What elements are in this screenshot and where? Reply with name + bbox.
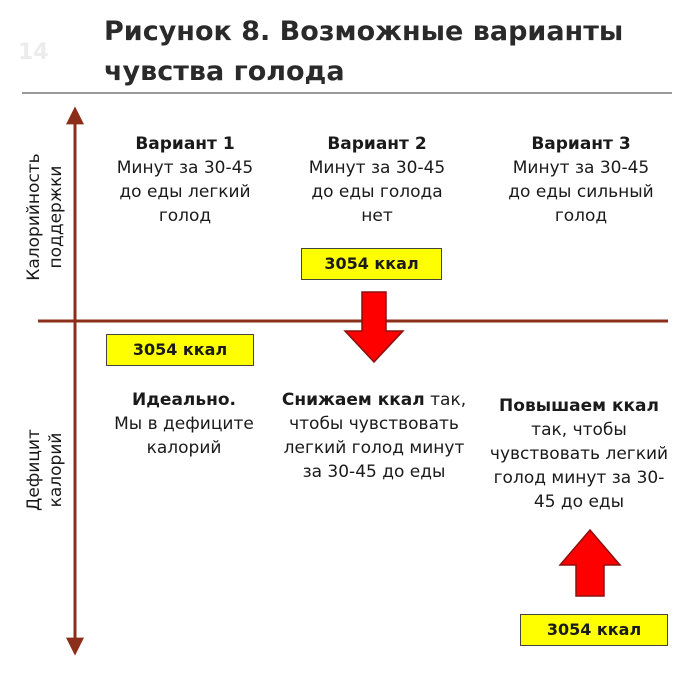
variant-1-line-3: голод	[158, 206, 212, 226]
action-reduce-line-2: легкий голод минут	[283, 438, 465, 458]
action-reduce: Снижаем ккал так, чтобы чувствовать легк…	[268, 388, 480, 484]
action-reduce-heading: Снижаем ккал	[281, 390, 425, 410]
title-line-1: Рисунок 8. Возможные варианты	[104, 16, 624, 47]
variant-1-heading: Вариант 1	[135, 134, 235, 154]
variant-3-line-2: до еды сильный	[508, 182, 654, 202]
arrow-up-icon	[558, 528, 622, 597]
page-number: 14	[18, 40, 49, 65]
variant-3: Вариант 3 Минут за 30-45 до еды сильный …	[492, 132, 670, 228]
action-ideal-line-1: Мы в дефиците	[114, 414, 254, 434]
action-increase-line-1: так, чтобы	[531, 420, 627, 440]
variant-2-line-2: до еды голода	[311, 182, 443, 202]
variant-3-heading: Вариант 3	[531, 134, 631, 154]
action-reduce-rest: так,	[424, 390, 467, 410]
action-reduce-first-line: Снижаем ккал так,	[268, 388, 480, 412]
variant-1-line-2: до еды легкий	[119, 182, 251, 202]
action-ideal-line-2: калорий	[146, 438, 222, 458]
calorie-badge-middle: 3054 ккал	[301, 248, 442, 280]
axis-label-bottom: Дефицит калорий	[23, 410, 67, 530]
action-increase-line-4: 45 до еды	[533, 492, 625, 512]
variant-3-line-1: Минут за 30-45	[512, 158, 650, 178]
action-increase-line-3: голод минут за 30-	[493, 468, 665, 488]
axis-label-bottom-line-1: Дефицит	[24, 429, 44, 511]
action-increase-heading: Повышаем ккал	[499, 396, 659, 416]
axis-label-top-line-1: Калорийность	[24, 153, 44, 281]
action-increase: Повышаем ккал так, чтобы чувствовать лег…	[482, 394, 676, 514]
action-ideal-heading: Идеально.	[131, 390, 237, 410]
axis-label-bottom-line-2: калорий	[46, 432, 66, 508]
action-reduce-line-1: чтобы чувствовать	[289, 414, 459, 434]
variant-2-line-3: нет	[361, 206, 393, 226]
calorie-badge-left: 3054 ккал	[106, 334, 254, 366]
action-ideal: Идеально. Мы в дефиците калорий	[94, 388, 274, 460]
variant-2-line-1: Минут за 30-45	[308, 158, 446, 178]
variant-3-line-3: голод	[554, 206, 608, 226]
axis-label-top-line-2: поддержки	[46, 165, 66, 269]
variant-2-heading: Вариант 2	[327, 134, 427, 154]
title-line-2: чувства голода	[104, 56, 345, 87]
arrow-down-icon	[343, 291, 405, 364]
action-increase-line-2: чувствовать легкий	[489, 444, 669, 464]
axis-label-top: Калорийность поддержки	[23, 132, 67, 302]
variant-2: Вариант 2 Минут за 30-45 до еды голода н…	[292, 132, 462, 228]
variant-1-line-1: Минут за 30-45	[116, 158, 254, 178]
calorie-badge-right: 3054 ккал	[520, 614, 668, 646]
page-title: Рисунок 8. Возможные варианты чувства го…	[104, 12, 684, 92]
title-divider	[22, 92, 672, 94]
variant-1: Вариант 1 Минут за 30-45 до еды легкий г…	[100, 132, 270, 228]
action-reduce-line-3: за 30-45 до еды	[302, 462, 446, 482]
